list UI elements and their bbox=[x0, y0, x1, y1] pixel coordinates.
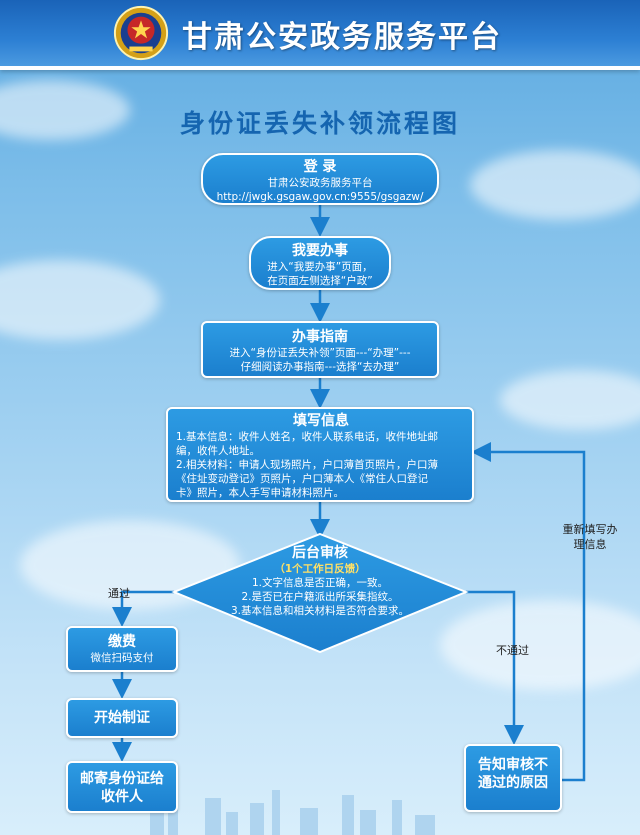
step-fill-line: 《住址变动登记》页照片，户口薄本人《常住人口登记 bbox=[176, 473, 428, 485]
label-refill: 重新填写办理信息 bbox=[562, 523, 618, 551]
step-guide-title: 办事指南 bbox=[292, 329, 348, 345]
step-review-line: 3.基本信息和相关材料是否符合要求。 bbox=[230, 605, 410, 617]
cloud bbox=[470, 150, 640, 220]
step-review: 后台审核 （1个工作日反馈） 1.文字信息是否正确，一致。 2.是否已在户籍派出… bbox=[214, 544, 426, 618]
step-review-line: 1.文字信息是否正确，一致。 bbox=[251, 577, 389, 589]
step-review-title: 后台审核 bbox=[292, 545, 348, 561]
cloud bbox=[0, 80, 130, 140]
step-mail: 邮寄身份证给收件人 bbox=[66, 761, 178, 813]
label-pass: 通过 bbox=[108, 587, 130, 600]
city-skyline bbox=[150, 790, 435, 835]
step-woyao: 我要办事 进入“我要办事”页面， 在页面左侧选择“户政” bbox=[249, 236, 391, 290]
step-pay-title: 缴费 bbox=[108, 634, 136, 650]
step-review-sub: （1个工作日反馈） bbox=[274, 563, 366, 575]
header-title: 甘肃公安政务服务平台 bbox=[182, 20, 502, 55]
step-mail-title: 邮寄身份证给收件人 bbox=[80, 771, 164, 805]
step-guide-line: 仔细阅读办事指南---选择“去办理” bbox=[240, 361, 400, 373]
arrow-review-notify bbox=[466, 590, 524, 745]
police-emblem-icon bbox=[113, 5, 169, 61]
step-login-title: 登 录 bbox=[303, 159, 337, 175]
step-fill-line: 编，收件人地址。 bbox=[176, 445, 260, 457]
step-fill-line: 1.基本信息：收件人姓名，收件人联系电话，收件地址邮 bbox=[176, 431, 439, 443]
step-notify-title: 告知审核不通过的原因 bbox=[478, 757, 548, 791]
label-fail: 不通过 bbox=[496, 644, 529, 657]
cloud bbox=[0, 260, 160, 340]
step-woyao-title: 我要办事 bbox=[292, 243, 348, 259]
step-login: 登 录 甘肃公安政务服务平台 http://jwgk.gsgaw.gov.cn:… bbox=[201, 153, 439, 205]
step-woyao-line: 在页面左侧选择“户政” bbox=[267, 275, 373, 287]
step-fill: 填写信息 1.基本信息：收件人姓名，收件人联系电话，收件地址邮 编，收件人地址。… bbox=[166, 407, 474, 502]
step-pay: 缴费 微信扫码支付 bbox=[66, 626, 178, 672]
arrow-review-pay bbox=[112, 590, 174, 627]
step-fill-title: 填写信息 bbox=[293, 413, 349, 429]
step-fill-line: 2.相关材料：申请人现场照片，户口薄首页照片，户口薄 bbox=[176, 459, 439, 471]
step-notify: 告知审核不通过的原因 bbox=[464, 744, 562, 812]
main-title: 身份证丢失补领流程图 bbox=[179, 109, 460, 138]
step-guide-line: 进入“身份证丢失补领”页面---“办理”--- bbox=[229, 347, 411, 359]
step-make-title: 开始制证 bbox=[94, 710, 150, 726]
header-band: 甘肃公安政务服务平台 bbox=[0, 0, 640, 70]
step-woyao-line: 进入“我要办事”页面， bbox=[267, 261, 373, 273]
step-login-url: http://jwgk.gsgaw.gov.cn:9555/gsgazw/ bbox=[216, 191, 424, 203]
cloud bbox=[440, 600, 640, 690]
arrow-notify-fill bbox=[471, 442, 586, 782]
review-diamond bbox=[171, 532, 469, 654]
step-make: 开始制证 bbox=[66, 698, 178, 738]
step-pay-line: 微信扫码支付 bbox=[90, 652, 154, 664]
step-login-line: 甘肃公安政务服务平台 bbox=[267, 177, 373, 189]
cloud bbox=[500, 370, 640, 430]
step-review-line: 2.是否已在户籍派出所采集指纹。 bbox=[241, 591, 399, 603]
step-guide: 办事指南 进入“身份证丢失补领”页面---“办理”--- 仔细阅读办事指南---… bbox=[201, 321, 439, 378]
step-fill-line: 卡》照片，本人手写申请材料照片。 bbox=[176, 487, 344, 499]
